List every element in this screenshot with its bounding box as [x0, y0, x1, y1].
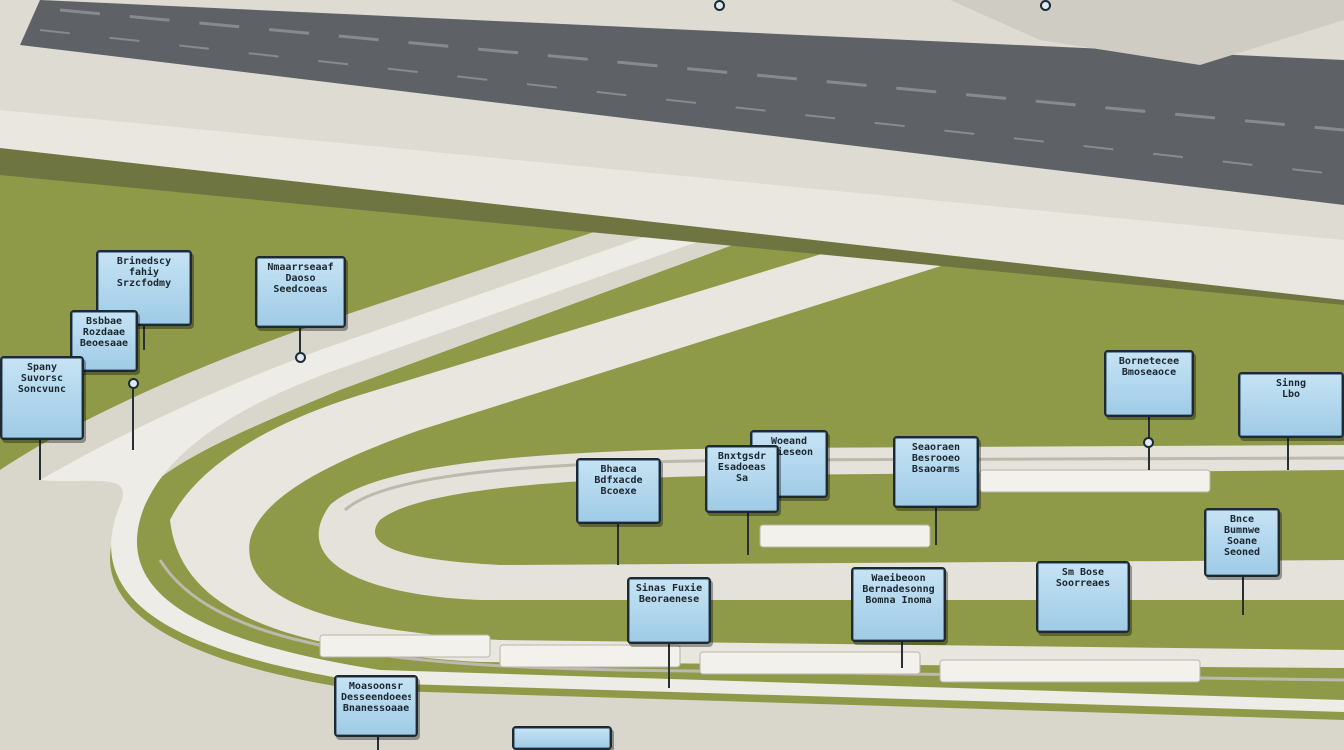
sign-line: Bhaeca [600, 464, 637, 475]
sign-line: Bernadesonng [862, 584, 935, 595]
sign-line: Beoesaae [79, 338, 129, 349]
sign-line: Seedcoeas [273, 284, 328, 295]
sign-line: Moasoonsr [348, 681, 404, 692]
sign-line: Soane [1226, 536, 1258, 547]
location-pin-icon [1040, 0, 1051, 11]
sign-line: Bnxtgsdr [717, 451, 767, 462]
road-sign [512, 726, 612, 750]
sign-line: Brinedscy [116, 256, 172, 267]
road-sign: Nmaarrseaaf Daoso Seedcoeas [255, 256, 346, 328]
sign-line: Soncvunc [17, 384, 67, 395]
upper-right-overpass [950, 0, 1344, 65]
sign-line: Srzcfodmy [116, 278, 172, 289]
sign-posts [39, 325, 1289, 750]
location-pin-icon [128, 378, 139, 389]
sign-line: Bcoexe [600, 486, 637, 497]
road-sign: Sm Bose Soorreaes [1036, 561, 1130, 633]
sign-line: Waeibeoon [871, 573, 926, 584]
sign-line: Esadoeas [717, 462, 767, 473]
sign-line: Bmoseaoce [1121, 367, 1177, 378]
location-pin-icon [295, 352, 306, 363]
location-pin-icon [1143, 437, 1154, 448]
sign-line: Bumnwe [1223, 525, 1261, 536]
road-sign: Moasoonsr Desseendoees Bnanessoaae [334, 675, 418, 737]
road-sign: Bhaeca Bdfxacde Bcoexe [576, 458, 661, 524]
sign-line: Bomna Inoma [865, 595, 932, 606]
sign-line: Besrooeo [911, 453, 961, 464]
sign-line: Sinas Fuxie [635, 583, 703, 594]
sign-line: Sm Bose [1061, 567, 1105, 578]
sign-line: Bnce [1229, 514, 1255, 525]
sign-line: Seieseon [764, 447, 814, 458]
road-sign: Bnxtgsdr Esadoeas Sa [705, 445, 779, 513]
sign-line: Sa [735, 473, 749, 484]
location-pin-icon [714, 0, 725, 11]
curved-ramp-inner [170, 230, 1344, 668]
road-sign: Bornetecee Bmoseaoce [1104, 350, 1194, 417]
elevated-deck-lane-2 [39, 29, 1344, 176]
sign-line: Woeand [770, 436, 808, 447]
sign-line: Desseendoees [341, 692, 411, 703]
road-sign: Sinas Fuxie Beoraenese [627, 577, 711, 644]
sign-line: Lbo [1281, 389, 1301, 400]
sign-line: Bnanessoaae [342, 703, 410, 714]
road-sign: Seaoraen Besrooeo Bsaoarms [893, 436, 979, 508]
sign-line: Spany [26, 362, 58, 373]
road-sign: Spany Suvorsc Soncvunc [0, 356, 84, 440]
sign-line: Soorreaes [1055, 578, 1111, 589]
sign-line: Seoned [1223, 547, 1261, 558]
elevated-deck-road [20, 0, 1344, 205]
sign-line: Sinng [1275, 378, 1307, 389]
elevated-deck-lane [59, 8, 1344, 132]
elevated-deck-side [0, 105, 1344, 300]
sign-line: Rozdaae [82, 327, 126, 338]
sign-line: Bsbbae [85, 316, 123, 327]
road-sign: Bnce Bumnwe Soane Seoned [1204, 508, 1280, 577]
sign-line: Daoso [285, 273, 316, 284]
sign-line: Bdfxacde [594, 475, 643, 486]
loop-ramp-edge [344, 456, 1344, 512]
sign-line: Seaoraen [911, 442, 961, 453]
sign-line: fahiy [128, 267, 160, 278]
road-sign: Waeibeoon Bernadesonng Bomna Inoma [851, 567, 946, 642]
sign-line: Bsaoarms [911, 464, 961, 475]
barrier-blocks [319, 469, 1211, 683]
loop-ramp [318, 445, 1344, 600]
sign-line: Beoraenese [638, 594, 700, 605]
sign-line: Nmaarrseaaf [267, 262, 334, 273]
sign-line: Bornetecee [1118, 356, 1180, 367]
sign-line: Suvorsc [20, 373, 64, 384]
road-sign: Sinng Lbo [1238, 372, 1344, 438]
curved-ramp-outer [0, 190, 1344, 750]
